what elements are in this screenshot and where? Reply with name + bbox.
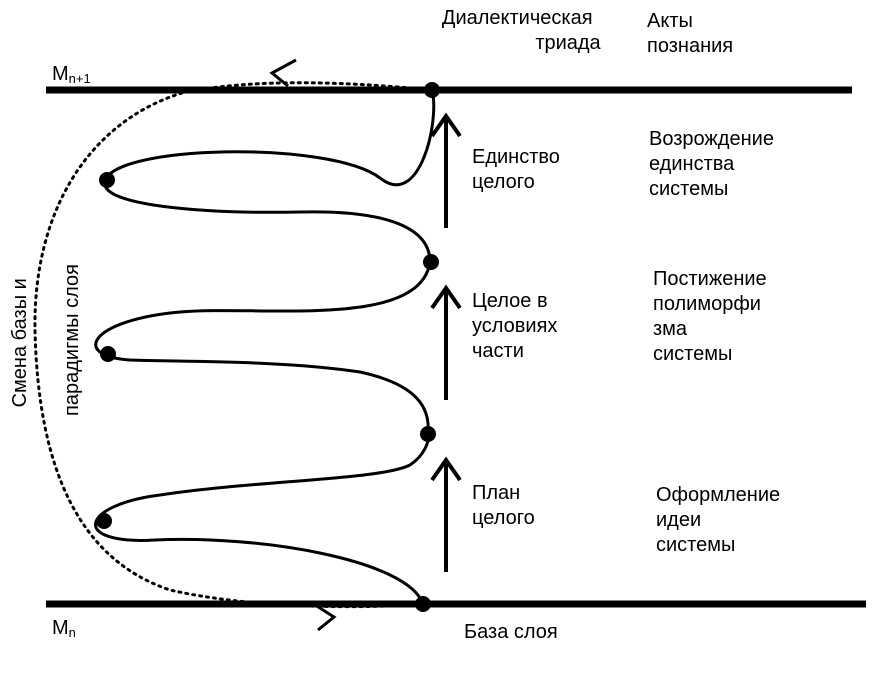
arrow-up-1 xyxy=(430,112,462,228)
triad-stage-line: целого xyxy=(472,507,535,529)
triad-stage-line: Целое в xyxy=(472,290,548,312)
act-formation: Оформление идеи системы xyxy=(656,484,786,556)
level-label-top-base: M xyxy=(52,63,69,85)
arrow-up-2 xyxy=(430,284,462,400)
dotted-return-arc xyxy=(33,81,434,609)
triad-stage-line: части xyxy=(472,340,524,362)
node-mid-upper xyxy=(423,254,439,270)
triad-header-line: Диалектическая xyxy=(442,7,593,29)
node-left-middle xyxy=(100,346,116,362)
triad-stage-line: План xyxy=(472,482,520,504)
triad-header: Диалектическая триада xyxy=(442,7,602,54)
triad-stage-line: условиях xyxy=(472,315,557,337)
act-line: полиморфи xyxy=(653,293,761,315)
triad-stage-whole-in-part: Целое в условиях части xyxy=(472,290,563,362)
dotted-arc-arrow-bottom xyxy=(311,601,337,632)
acts-header: Акты познания xyxy=(647,10,733,57)
side-label: Смена базы и парадигмы слоя xyxy=(9,264,83,416)
act-line: Постижение xyxy=(653,268,767,290)
act-line: идеи xyxy=(656,509,701,531)
act-line: системы xyxy=(656,534,735,556)
node-left-upper xyxy=(99,172,115,188)
level-label-top-subscript: n+1 xyxy=(69,71,91,86)
level-label-bottom: Mn xyxy=(52,617,76,640)
act-line: единства xyxy=(649,153,735,175)
triad-stage-line: целого xyxy=(472,171,535,193)
base-label: База слоя xyxy=(464,621,558,643)
act-line: зма xyxy=(653,318,688,340)
level-label-bottom-subscript: n xyxy=(69,625,76,640)
spiral-curve xyxy=(94,89,436,605)
node-top-right xyxy=(424,82,440,98)
triad-stage-unity: Единство целого xyxy=(472,146,565,193)
dotted-arc-arrow-top xyxy=(269,58,297,88)
level-label-bottom-base: M xyxy=(52,617,69,639)
act-line: системы xyxy=(649,178,728,200)
triad-header-line: триада xyxy=(535,32,601,54)
triad-stage-plan: План целого xyxy=(472,482,535,529)
act-revival: Возрождение единства системы xyxy=(649,128,780,200)
acts-header-line: познания xyxy=(647,35,733,57)
act-line: системы xyxy=(653,343,732,365)
act-line: Возрождение xyxy=(649,128,774,150)
acts-header-line: Акты xyxy=(647,10,693,32)
triad-stage-line: Единство xyxy=(472,146,560,168)
node-bottom-right xyxy=(415,596,431,612)
node-mid-lower xyxy=(420,426,436,442)
act-line: Оформление xyxy=(656,484,780,506)
node-left-lower xyxy=(96,513,112,529)
level-label-top: Mn+1 xyxy=(52,63,91,86)
side-label-line: Смена базы и xyxy=(9,278,31,407)
side-label-line: парадигмы слоя xyxy=(61,264,83,416)
act-comprehension: Постижение полиморфи зма системы xyxy=(653,268,772,365)
arrow-up-3 xyxy=(430,456,462,572)
